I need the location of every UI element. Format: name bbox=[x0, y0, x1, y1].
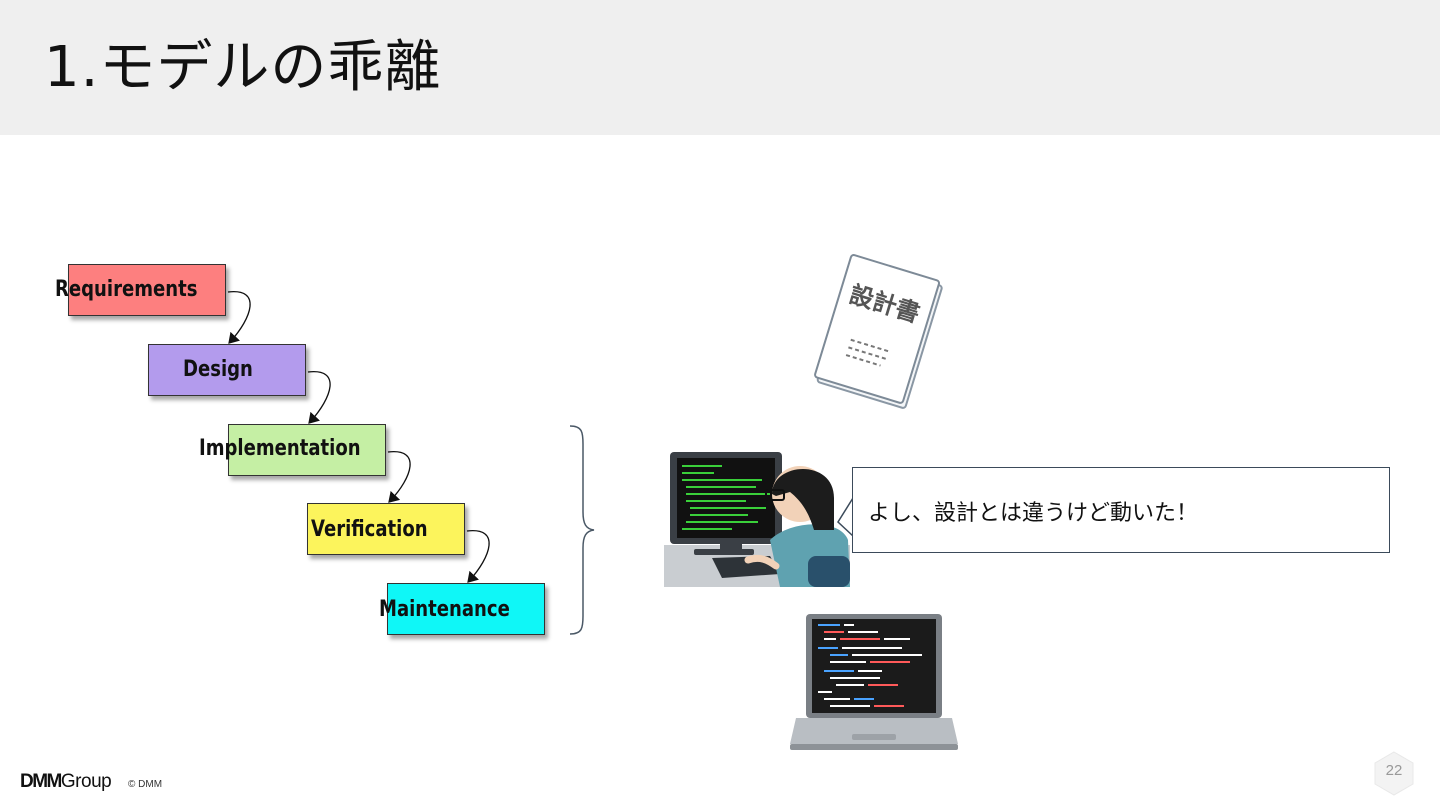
speech-bubble-pointer bbox=[837, 497, 854, 537]
waterfall-step-implementation bbox=[228, 424, 386, 476]
waterfall-step-verification bbox=[307, 503, 465, 555]
waterfall-step-maintenance bbox=[387, 583, 545, 635]
developer-at-computer-icon bbox=[664, 452, 850, 587]
speech-bubble-text: よし、設計とは違うけど動いた！ bbox=[868, 501, 1199, 526]
logo-group: Group bbox=[60, 771, 112, 792]
laptop-code-icon bbox=[790, 614, 958, 750]
speech-bubble bbox=[852, 467, 1390, 553]
page-number-hexagon bbox=[1374, 751, 1414, 796]
flow-arrow-2 bbox=[307, 371, 331, 424]
slide-header bbox=[0, 0, 1440, 135]
waterfall-label-verification: Verification bbox=[311, 517, 428, 542]
dmm-group-logo: DMMGroup bbox=[20, 771, 112, 793]
waterfall-label-maintenance: Maintenance bbox=[379, 597, 510, 622]
design-document-icon: 設計書 bbox=[814, 254, 943, 409]
slide-title: 1.モデルの乖離 bbox=[44, 35, 442, 100]
copyright-text: © DMM bbox=[128, 779, 163, 790]
flow-arrow-3 bbox=[387, 451, 411, 503]
waterfall-step-design bbox=[148, 344, 306, 396]
waterfall-step-requirements bbox=[68, 264, 226, 316]
waterfall-label-design: Design bbox=[183, 357, 253, 382]
curly-brace bbox=[569, 425, 595, 635]
waterfall-label-implementation: Implementation bbox=[199, 436, 361, 461]
flow-arrow-4 bbox=[466, 530, 490, 583]
waterfall-label-requirements: Requirements bbox=[55, 277, 198, 302]
page-number: 22 bbox=[1385, 762, 1403, 779]
logo-dmm: DMM bbox=[20, 771, 62, 792]
flow-arrow-1 bbox=[227, 291, 251, 344]
